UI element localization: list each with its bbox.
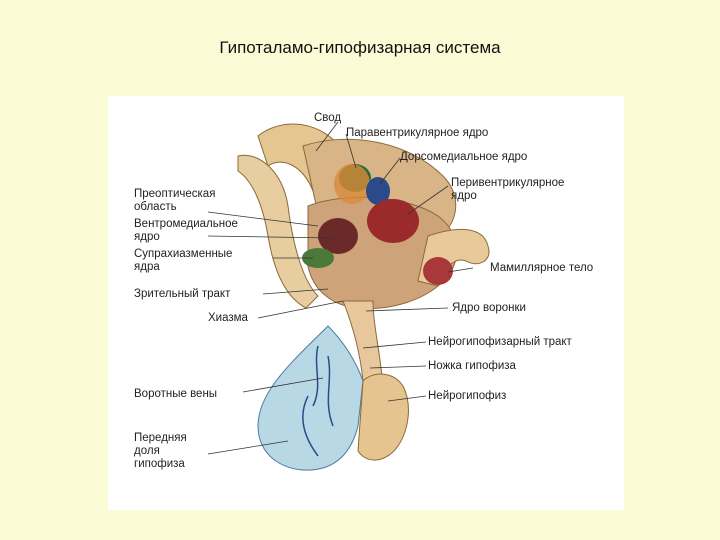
label-suprachiasmatic: Супрахиазменные ядра (134, 248, 233, 273)
suprachiasmatic-nuclei (302, 248, 334, 268)
label-adenohypophysis: Передняя доля гипофиза (134, 432, 187, 470)
dorsomedial-nucleus-orange (334, 164, 370, 204)
mammillary-body (423, 257, 453, 285)
label-preoptic: Преоптическая область (134, 188, 216, 213)
label-optic-tract: Зрительный тракт (134, 288, 231, 300)
label-infundibular-nucleus: Ядро воронки (452, 302, 526, 314)
anterior-lobe (257, 325, 364, 471)
label-periventricular: Перивентрикулярное ядро (451, 177, 565, 202)
label-stalk: Ножка гипофиза (428, 360, 516, 372)
hypothalamus-illustration (207, 121, 490, 471)
label-svod: Свод (314, 112, 342, 124)
label-neurohypophyseal-tract: Нейрогипофизарный тракт (428, 336, 572, 348)
label-dorsomedial: Дорсомедиальное ядро (400, 151, 528, 163)
slide-title: Гипоталамо-гипофизарная система (219, 38, 501, 57)
leader-lines (207, 121, 474, 455)
portal-veins (302, 345, 334, 457)
label-portal-veins: Воротные вены (134, 388, 218, 400)
label-mammillary: Мамиллярное тело (490, 262, 594, 274)
diagram-panel: Свод Паравентрикулярное ядро Дорсомедиал… (108, 96, 624, 510)
dorsomedial-nucleus (366, 177, 390, 205)
ventromedial-nucleus (318, 218, 358, 254)
label-chiasm: Хиазма (208, 312, 248, 324)
periventricular-nucleus (367, 199, 419, 243)
label-ventromedial: Вентромедиальное ядро (134, 218, 238, 243)
label-neurohypophysis: Нейрогипофиз (428, 390, 507, 402)
posterior-lobe (357, 373, 409, 461)
label-paraventricular: Паравентрикулярное ядро (346, 127, 489, 139)
preoptic-region (237, 154, 319, 309)
